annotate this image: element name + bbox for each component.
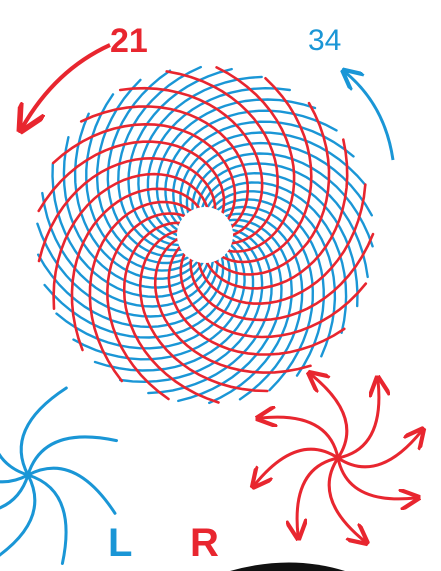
right-letter-label: R xyxy=(190,521,219,565)
spiral-center-hole xyxy=(177,207,233,263)
top-right-count-label: 34 xyxy=(308,24,341,57)
left-pinwheel xyxy=(0,387,117,564)
left-pinwheel-arm xyxy=(21,388,66,475)
clockwise-spiral-arm xyxy=(173,122,353,221)
right-pinwheel-arm xyxy=(338,431,422,467)
right-pinwheel-arm xyxy=(311,374,347,458)
left-letter-label: L xyxy=(108,521,132,565)
left-pinwheel-arm xyxy=(0,475,35,562)
right-pinwheel-arm xyxy=(329,458,365,542)
bottom-edge-shadow xyxy=(230,563,345,571)
top-left-count-label: 21 xyxy=(110,22,148,60)
clockwise-spiral-arm xyxy=(57,250,237,349)
counterclockwise-spiral-arm xyxy=(215,103,329,274)
right-pinwheel-arm xyxy=(254,449,338,485)
right-pinwheel xyxy=(254,374,421,541)
clockwise-arrow xyxy=(345,72,393,160)
left-pinwheel-arm xyxy=(28,468,115,513)
